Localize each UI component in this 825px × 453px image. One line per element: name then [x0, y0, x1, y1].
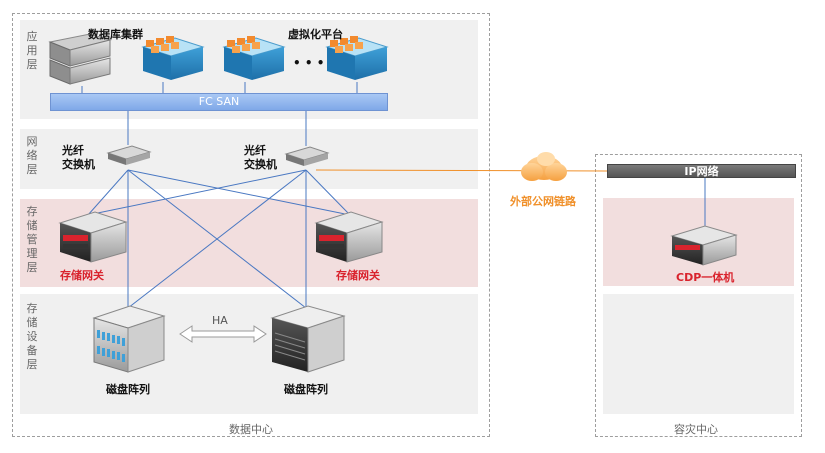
virt-platform-label: 虚拟化平台 — [288, 28, 343, 41]
array-label-right: 磁盘阵列 — [284, 383, 328, 396]
link-swr-arrl — [127, 169, 307, 309]
datacenter-caption: 数据中心 — [229, 423, 273, 436]
public-link-label: 外部公网链路 — [510, 195, 576, 208]
link-swl-gwl — [87, 169, 129, 216]
ha-arrow-icon — [179, 325, 267, 343]
layer-label-network: 网络层 — [26, 135, 38, 176]
network-layer-band — [20, 129, 478, 189]
storage-gateway-icon-right — [314, 211, 384, 263]
layer-label-storage-mgmt: 存储管理层 — [26, 205, 38, 274]
virt-host-icon-2 — [222, 36, 286, 80]
datacenter-boundary — [12, 13, 490, 437]
switch-label-right: 光纤 交换机 — [244, 144, 277, 171]
db-cluster-label: 数据库集群 — [88, 28, 143, 41]
db-server-icon — [48, 33, 112, 85]
dr-empty-band — [603, 294, 794, 414]
ellipsis-more-hosts: • • • — [293, 56, 325, 70]
gateway-label-right: 存储网关 — [336, 269, 380, 282]
ha-label: HA — [212, 314, 228, 327]
cloud-icon — [521, 152, 567, 181]
link-swr-gwl — [87, 169, 307, 216]
cdp-appliance-icon — [670, 225, 738, 266]
gateway-label-left: 存储网关 — [60, 269, 104, 282]
virt-host-icon-3 — [325, 36, 389, 80]
virt-host-icon-1 — [141, 36, 205, 80]
fc-switch-icon-right — [284, 146, 330, 166]
link-swr-gwr — [305, 169, 351, 216]
array-label-left: 磁盘阵列 — [106, 383, 150, 396]
disk-array-icon-right — [270, 305, 346, 373]
fc-switch-icon-left — [106, 145, 152, 165]
cdp-label: CDP一体机 — [676, 271, 735, 284]
disk-array-icon-left — [92, 305, 166, 373]
link-swl-gwr — [127, 169, 351, 216]
ip-network-bar: IP网络 — [607, 164, 796, 178]
layer-label-storage-device: 存储设备层 — [26, 302, 38, 371]
switch-label-left: 光纤 交换机 — [62, 144, 95, 171]
layer-label-app: 应用层 — [26, 30, 38, 71]
fc-san-bar: FC SAN — [50, 93, 388, 111]
storage-gateway-icon-left — [58, 211, 128, 263]
dr-caption: 容灾中心 — [674, 423, 718, 436]
disaster-recovery-boundary — [595, 154, 802, 437]
